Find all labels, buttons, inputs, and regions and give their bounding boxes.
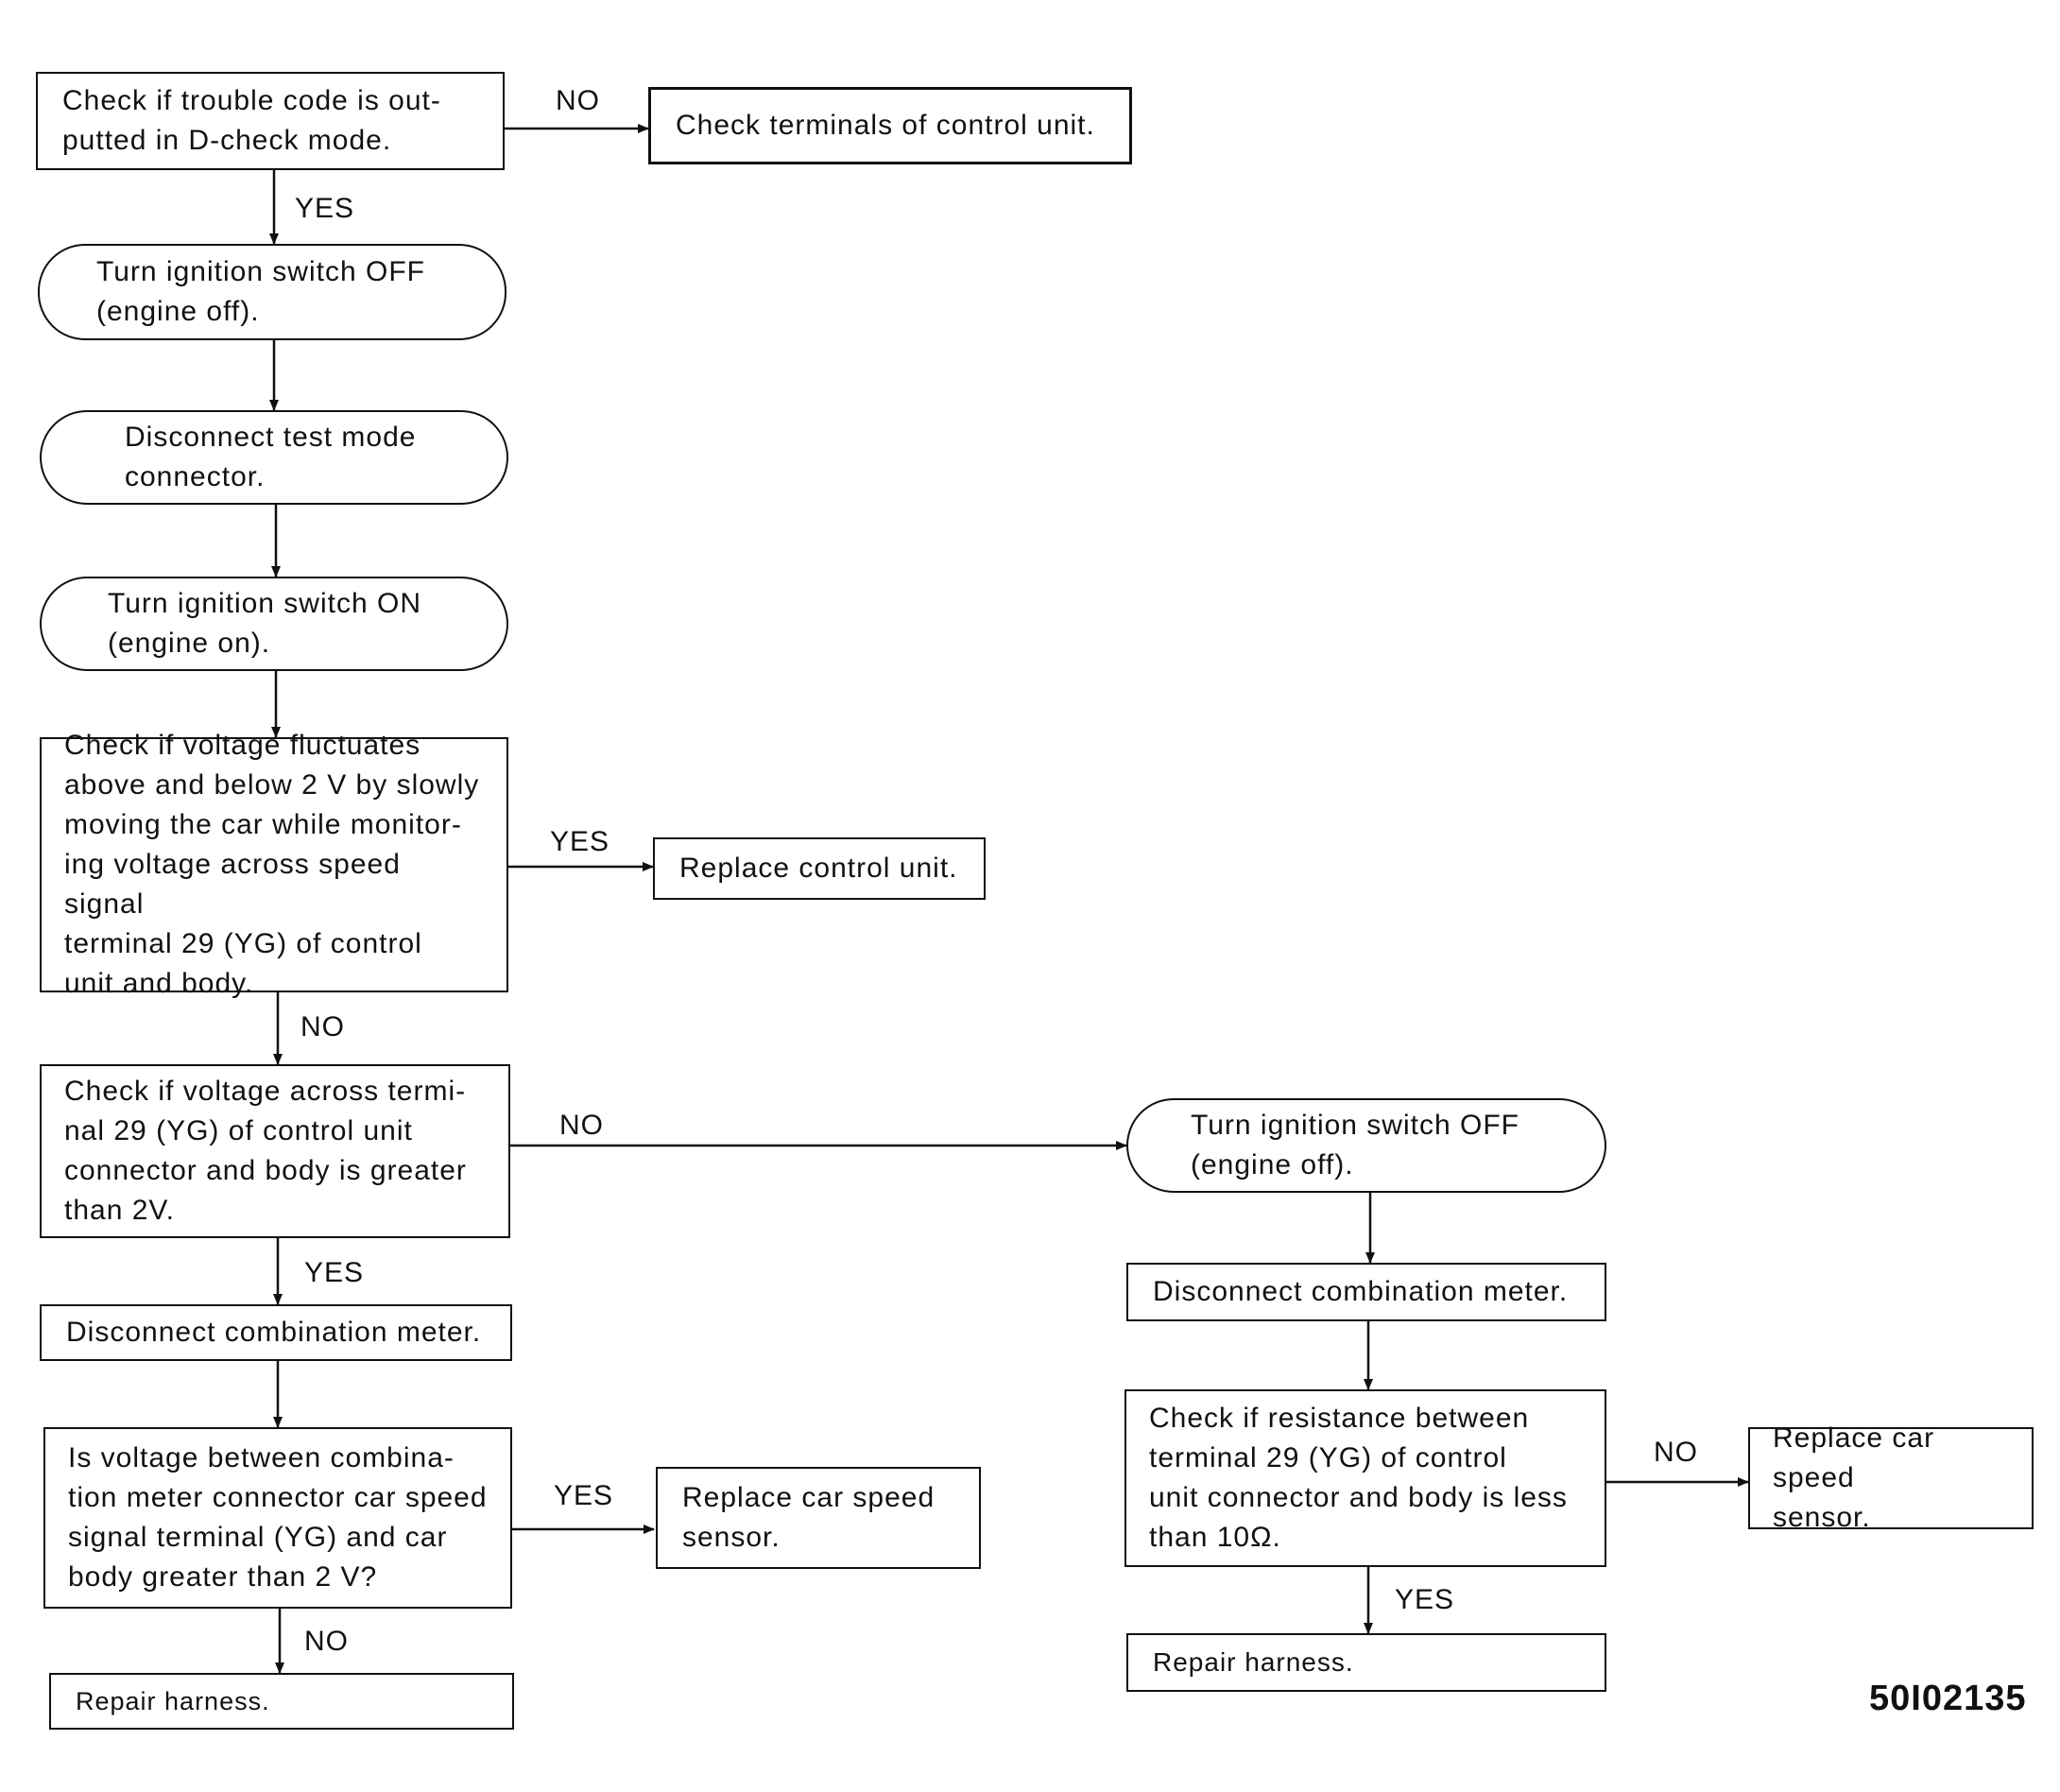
node-text: Turn ignition switch OFF (engine off). bbox=[1191, 1110, 1519, 1180]
edge-label-yes: YES bbox=[554, 1480, 614, 1511]
node-check-resistance: Check if resistance between terminal 29 … bbox=[1124, 1389, 1606, 1567]
node-check-terminals: Check terminals of control unit. bbox=[648, 87, 1132, 164]
node-replace-car-speed-sensor: Replace car speed sensor. bbox=[656, 1467, 981, 1569]
node-text: Turn ignition switch ON (engine on). bbox=[108, 588, 421, 659]
node-text: Disconnect combination meter. bbox=[66, 1317, 482, 1348]
node-ignition-off-right: Turn ignition switch OFF (engine off). bbox=[1126, 1098, 1606, 1193]
node-text: Replace car speed sensor. bbox=[1773, 1422, 1935, 1533]
node-disconnect-combination-meter-right: Disconnect combination meter. bbox=[1126, 1263, 1606, 1321]
node-text: Repair harness. bbox=[1153, 1647, 1354, 1677]
node-check-trouble-code: Check if trouble code is out- putted in … bbox=[36, 72, 505, 170]
edge-label-yes: YES bbox=[295, 193, 355, 224]
node-text: Check terminals of control unit. bbox=[676, 110, 1095, 141]
node-check-combination-meter-voltage: Is voltage between combina- tion meter c… bbox=[43, 1427, 512, 1609]
edge-label-no: NO bbox=[1654, 1437, 1698, 1468]
node-text: Replace control unit. bbox=[679, 853, 958, 884]
edge-label-yes: YES bbox=[1395, 1584, 1455, 1615]
node-ignition-on: Turn ignition switch ON (engine on). bbox=[40, 577, 508, 671]
node-text: Replace car speed sensor. bbox=[682, 1482, 936, 1553]
node-text: Check if voltage across termi- nal 29 (Y… bbox=[64, 1076, 467, 1226]
edge-label-no: NO bbox=[304, 1626, 349, 1657]
node-repair-harness-right: Repair harness. bbox=[1126, 1633, 1606, 1692]
figure-id: 50I02135 bbox=[1869, 1679, 2027, 1718]
node-replace-control-unit: Replace control unit. bbox=[653, 837, 986, 900]
node-text: Check if voltage fluctuates above and be… bbox=[64, 730, 480, 999]
node-text: Is voltage between combina- tion meter c… bbox=[68, 1442, 488, 1593]
node-text: Check if trouble code is out- putted in … bbox=[62, 85, 441, 156]
node-disconnect-combination-meter: Disconnect combination meter. bbox=[40, 1304, 512, 1361]
edge-label-yes: YES bbox=[550, 826, 610, 857]
node-text: Repair harness. bbox=[76, 1687, 270, 1715]
edge-label-no: NO bbox=[559, 1110, 604, 1141]
node-replace-car-speed-sensor-right: Replace car speed sensor. bbox=[1748, 1422, 2034, 1533]
node-text: Disconnect test mode connector. bbox=[125, 422, 417, 492]
node-check-voltage-greater: Check if voltage across termi- nal 29 (Y… bbox=[40, 1064, 510, 1238]
node-text: Disconnect combination meter. bbox=[1153, 1276, 1569, 1307]
node-text: Turn ignition switch OFF (engine off). bbox=[96, 256, 425, 327]
node-repair-harness: Repair harness. bbox=[49, 1673, 514, 1730]
edge-label-yes: YES bbox=[304, 1257, 365, 1288]
node-check-voltage-fluctuates: Check if voltage fluctuates above and be… bbox=[40, 730, 508, 999]
node-text: Check if resistance between terminal 29 … bbox=[1149, 1403, 1568, 1553]
edge-label-no: NO bbox=[300, 1011, 345, 1042]
edge-label-no: NO bbox=[556, 85, 600, 116]
node-ignition-off: Turn ignition switch OFF (engine off). bbox=[38, 244, 506, 340]
node-disconnect-test-mode: Disconnect test mode connector. bbox=[40, 410, 508, 505]
